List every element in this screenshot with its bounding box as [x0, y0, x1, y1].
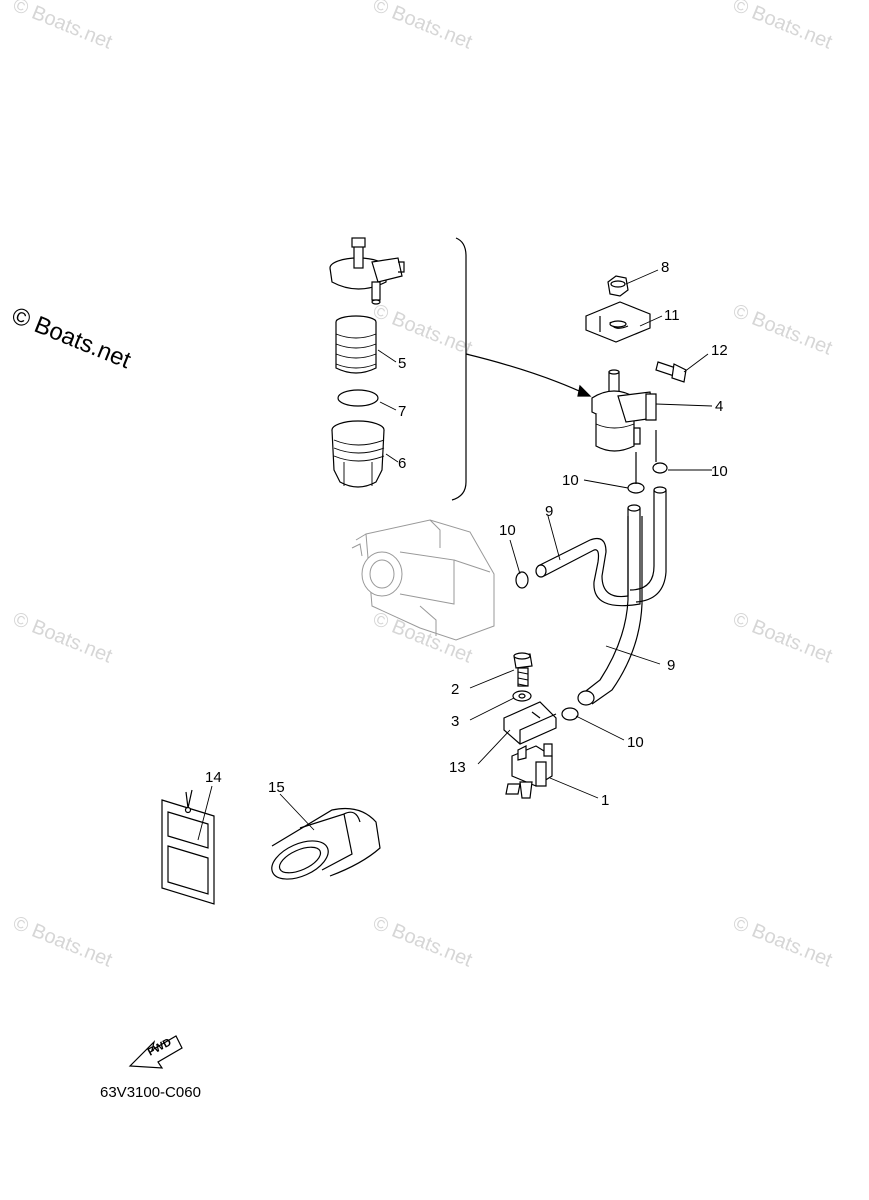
filter-bracket — [585, 301, 651, 343]
heat-plate — [503, 701, 557, 745]
callout-10d: 10 — [627, 734, 644, 751]
diagram-code: 63V3100-C060 — [100, 1084, 201, 1101]
carburetor — [351, 519, 495, 641]
callout-4: 4 — [715, 398, 724, 415]
callout-2: 2 — [451, 681, 460, 698]
filter-cup — [331, 420, 385, 488]
callout-14: 14 — [205, 769, 222, 786]
callout-11: 11 — [664, 307, 680, 324]
callout-3: 3 — [451, 713, 460, 730]
washer — [512, 690, 532, 702]
hose-clip — [561, 707, 579, 721]
callout-6: 6 — [398, 455, 407, 472]
callout-13: 13 — [449, 759, 466, 776]
callout-5: 5 — [398, 355, 407, 372]
fuel-hose — [577, 486, 667, 706]
fuel-pump — [505, 743, 553, 799]
callout-9a: 9 — [545, 503, 554, 520]
o-ring — [337, 389, 379, 407]
nut — [607, 275, 629, 297]
hose-sleeve — [271, 807, 381, 880]
inset-bracket — [451, 237, 467, 501]
screw — [513, 652, 533, 687]
callout-10a: 10 — [562, 472, 579, 489]
filter-element — [335, 315, 377, 374]
callout-1: 1 — [601, 792, 610, 809]
callout-10c: 10 — [499, 522, 516, 539]
filter-cap-inset — [329, 237, 405, 305]
caution-tag — [161, 789, 215, 905]
callout-15: 15 — [268, 779, 285, 796]
fuel-hose — [535, 504, 641, 607]
bolt — [655, 361, 687, 383]
fuel-filter — [591, 369, 657, 452]
callout-9b: 9 — [667, 657, 676, 674]
callout-7: 7 — [398, 403, 407, 420]
callout-12: 12 — [711, 342, 728, 359]
hose-clip — [652, 462, 668, 474]
forward-arrow: FWD — [128, 1035, 183, 1069]
callout-10b: 10 — [711, 463, 728, 480]
inset-arrow — [465, 353, 591, 397]
leader-lines — [197, 269, 713, 841]
hose-clip — [515, 571, 529, 589]
callout-8: 8 — [661, 259, 670, 276]
hose-clip — [627, 482, 645, 494]
